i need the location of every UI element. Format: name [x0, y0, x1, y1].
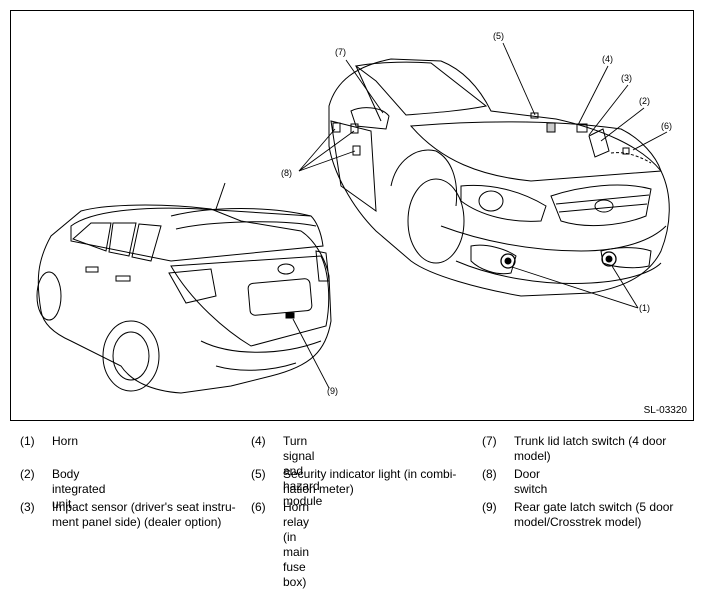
- figure-id: SL-03320: [643, 405, 687, 416]
- leader-lines: [292, 42, 668, 389]
- callout-6: (6): [661, 121, 672, 131]
- front-car-drawing: [328, 58, 670, 297]
- legend-item-7: (7) Trunk lid latch switch (4 door model…: [482, 434, 667, 463]
- callout-5: (5): [493, 31, 504, 41]
- figure-frame: (1) (2) (3) (4) (5) (6) (7) (8) (9) SL-0…: [10, 10, 694, 421]
- legend-item-5: (5) Security indicator light (in combi- …: [251, 467, 457, 496]
- callout-1: (1): [639, 303, 650, 313]
- callout-2: (2): [639, 96, 650, 106]
- legend-item-9: (9) Rear gate latch switch (5 door model…: [482, 500, 674, 529]
- legend: (1) Horn (2) Body integrated unit (3) Im…: [0, 426, 704, 589]
- callout-7: (7): [335, 47, 346, 57]
- rear-car-drawing: [36, 182, 332, 394]
- callout-8: (8): [281, 168, 292, 178]
- callout-4: (4): [602, 54, 613, 64]
- callout-3: (3): [621, 73, 632, 83]
- legend-item-3: (3) Impact sensor (driver's seat instru-…: [20, 500, 236, 529]
- car-illustration: (1) (2) (3) (4) (5) (6) (7) (8) (9): [36, 31, 672, 396]
- callout-9: (9): [327, 386, 338, 396]
